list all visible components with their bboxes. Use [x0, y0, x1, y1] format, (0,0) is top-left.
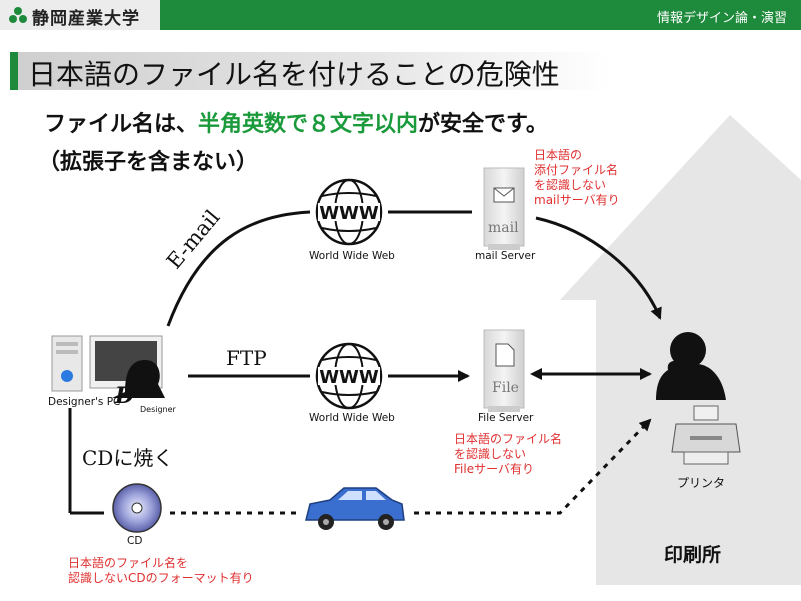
www-mid-label: World Wide Web [309, 412, 395, 424]
printer-label: プリンタ [677, 476, 726, 490]
subtitle-line2: （拡張子を含まない） [38, 150, 259, 175]
file-note-line: 日本語のファイル名 [454, 432, 563, 446]
cd-note-line: 認識しないCDのフォーマット有り [68, 571, 254, 585]
www-globe-top-icon: WWW [315, 178, 383, 246]
logo-area [0, 0, 160, 30]
mail-note-line: mailサーバ有り [534, 193, 620, 207]
print-shop-label: 印刷所 [664, 544, 722, 566]
file-note-line: Fileサーバ有り [454, 462, 534, 476]
course-name: 情報デザイン論・演習 [656, 11, 787, 26]
subtitle-part1: ファイル名は、 [44, 112, 199, 137]
subtitle-line1: ファイル名は、半角英数で８文字以内が安全です。 [44, 106, 548, 138]
svg-text:D: D [114, 383, 134, 409]
cd-note-line: 日本語のファイル名を [68, 556, 189, 570]
slide-title: 日本語のファイル名を付けることの危険性 [28, 58, 560, 91]
title-background [18, 52, 610, 90]
person-icon [656, 332, 726, 400]
car-printshop-dotted [414, 418, 652, 515]
subtitle-part2: が安全です。 [418, 112, 548, 137]
university-name: 静岡産業大学 [32, 9, 140, 29]
mail-server-icon [483, 167, 525, 250]
designer-logo-label: Designer [140, 405, 176, 414]
mail-server-label: mail Server [475, 250, 536, 262]
mail-note-line: 添付ファイル名 [534, 163, 619, 177]
www-globe-mid-icon: WWW [315, 342, 383, 410]
svg-text:WWW: WWW [319, 367, 379, 388]
file-server-icon [483, 329, 525, 412]
university-logo-icon [9, 7, 27, 23]
svg-text:WWW: WWW [319, 203, 379, 224]
mail-note: 日本語の 添付ファイル名 を認識しない mailサーバ有り [534, 148, 620, 208]
file-server-label: File Server [478, 412, 534, 424]
mail-note-line: を認識しない [534, 178, 607, 192]
title-accent [10, 52, 18, 90]
ftp-route-label: FTP [226, 346, 267, 370]
subtitle-highlight: 半角英数で８文字以内 [198, 112, 419, 137]
designer-pc-label: Designer's PC [48, 396, 121, 408]
mail-icon-text: mail [488, 220, 519, 236]
cd-label: CD [127, 535, 143, 547]
designer-pc-icon: D [51, 335, 165, 409]
cd-note: 日本語のファイル名を 認識しないCDのフォーマット有り [68, 556, 254, 586]
mail-note-line: 日本語の [534, 148, 583, 162]
file-note: 日本語のファイル名 を認識しない Fileサーバ有り [454, 432, 562, 477]
file-icon-text: File [492, 380, 519, 396]
car-icon [305, 487, 405, 530]
mail-to-printshop-arrow [535, 216, 662, 320]
www-top-label: World Wide Web [309, 250, 395, 262]
cd-icon [112, 483, 162, 533]
email-route-line [166, 210, 311, 327]
cd-route-label: CDに焼く [82, 446, 174, 470]
file-note-line: を認識しない [454, 447, 527, 461]
printer-icon [671, 405, 741, 465]
